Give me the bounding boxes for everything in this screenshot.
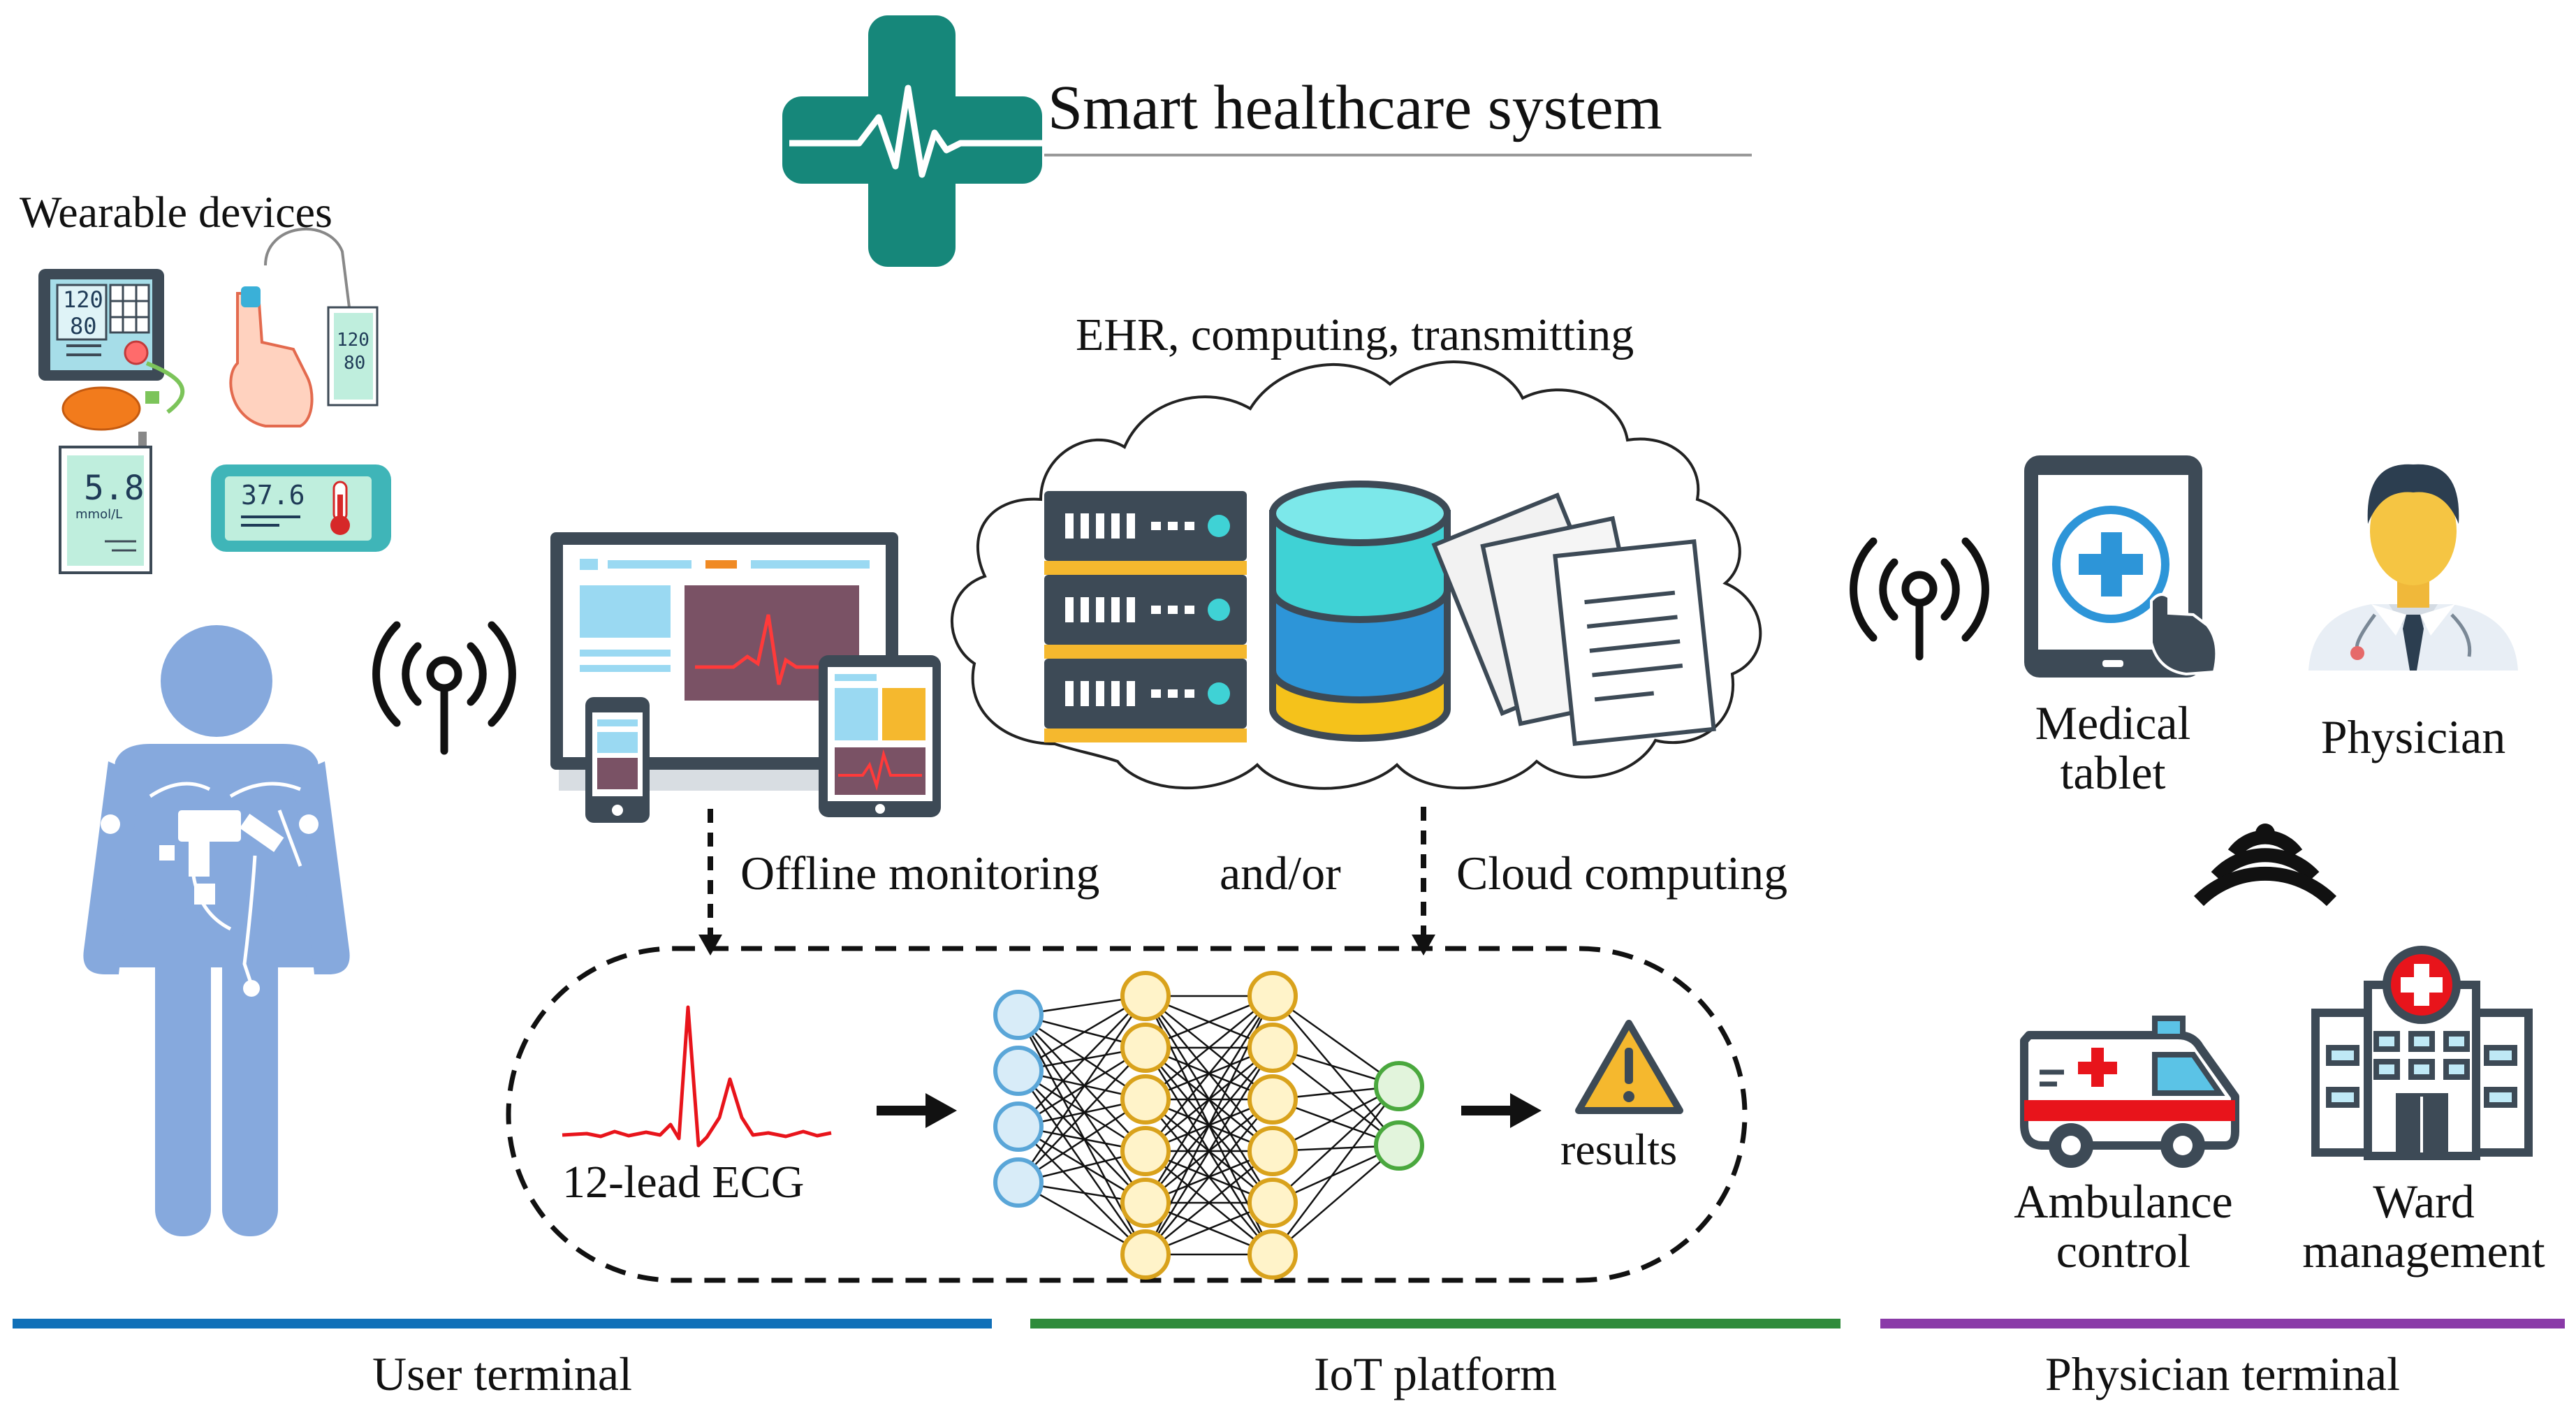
nn-edge xyxy=(1017,1070,1147,1255)
offline-arrow xyxy=(698,809,722,956)
antenna-left-icon xyxy=(372,621,516,755)
page-title: Smart healthcare system xyxy=(1048,73,1662,142)
neural-network-nodes xyxy=(993,971,1424,1280)
ecg-label: 12-lead ECG xyxy=(562,1157,805,1208)
medical-tablet-label-line2: tablet xyxy=(2060,746,2166,800)
nn-edge xyxy=(1018,1047,1146,1183)
medical-tablet-icon xyxy=(2024,455,2218,678)
smartphone-icon xyxy=(585,697,650,823)
wearable-devices-label: Wearable devices xyxy=(20,187,332,237)
nn-edge xyxy=(1144,995,1274,1203)
nn-node xyxy=(1120,1126,1171,1176)
offline-monitoring-label: Offline monitoring xyxy=(740,847,1100,900)
nn-node xyxy=(1120,1023,1171,1073)
nn-edge xyxy=(1272,1145,1400,1255)
nn-node xyxy=(993,1157,1044,1208)
results-label: results xyxy=(1560,1125,1678,1174)
ambulance-label-line2: control xyxy=(2056,1224,2191,1278)
temperature-value: 37.6 xyxy=(241,480,305,511)
finger-diastolic: 80 xyxy=(344,353,365,374)
finger-pulse-oximeter-icon xyxy=(229,228,379,427)
documents-icon xyxy=(1431,492,1716,747)
holter-monitor-icon xyxy=(101,810,319,997)
andor-label: and/or xyxy=(1220,847,1341,900)
nn-edge xyxy=(1272,995,1400,1088)
nn-node xyxy=(1247,1178,1298,1228)
bp-systolic: 120 xyxy=(63,286,103,313)
nn-node xyxy=(1120,971,1171,1021)
nn-node xyxy=(1247,1023,1298,1073)
nn-node xyxy=(993,1101,1044,1152)
neural-network-edges xyxy=(1017,995,1400,1256)
nn-edge xyxy=(1272,1085,1400,1255)
medical-cross-logo xyxy=(782,15,1044,267)
nn-edge xyxy=(1145,1099,1273,1255)
nn-edge xyxy=(1018,1070,1146,1203)
nn-node xyxy=(1374,1120,1424,1171)
iot-platform-label: IoT platform xyxy=(1313,1347,1558,1400)
physician-terminal-label: Physician terminal xyxy=(2044,1347,2400,1400)
server-stack-icon xyxy=(1044,491,1247,742)
nn-edge xyxy=(1272,1047,1400,1146)
hospital-ward-icon xyxy=(2311,946,2533,1160)
glucose-unit: mmol/L xyxy=(75,507,122,522)
patient-figure-icon xyxy=(83,625,350,1236)
nn-node xyxy=(1120,1229,1171,1280)
nn-node xyxy=(1374,1061,1424,1111)
bp-diastolic: 80 xyxy=(70,313,97,339)
nn-node xyxy=(1120,1178,1171,1228)
ward-label-line2: management xyxy=(2302,1224,2545,1278)
ambulance-icon xyxy=(2020,1016,2239,1168)
database-icon xyxy=(1269,481,1451,742)
user-terminal-bar xyxy=(13,1319,992,1328)
nn-edge xyxy=(1145,995,1273,1152)
cloud-computing-label: Cloud computing xyxy=(1456,847,1788,900)
nn-edge xyxy=(1018,995,1146,1127)
glucose-meter-icon xyxy=(59,432,152,574)
glucose-value: 5.8 xyxy=(84,469,145,508)
physician-terminal-bar xyxy=(1880,1319,2565,1328)
nn-edge xyxy=(1018,1013,1146,1101)
nn-edge xyxy=(1272,995,1400,1146)
blood-pressure-monitor-icon xyxy=(38,269,185,431)
medical-tablet-label-line1: Medical xyxy=(2035,696,2191,749)
ambulance-control-label: Ambulance control xyxy=(1998,1175,2249,1278)
nn-edge xyxy=(1018,1014,1146,1152)
nn-node xyxy=(1120,1074,1171,1125)
warning-icon xyxy=(1575,1020,1683,1114)
nn-node xyxy=(1247,1074,1298,1125)
ward-management-label: Ward management xyxy=(2291,1175,2556,1278)
thermometer-device-icon xyxy=(211,464,391,552)
ward-label-line1: Ward xyxy=(2373,1175,2475,1228)
cloud-label: EHR, computing, transmitting xyxy=(1076,309,1634,360)
cloud-arrow xyxy=(1412,807,1435,956)
nn-node xyxy=(1247,1126,1298,1176)
ecg-trace xyxy=(562,1005,832,1148)
antenna-right-icon xyxy=(1850,537,1989,661)
ambulance-label-line1: Ambulance xyxy=(2014,1175,2233,1228)
nn-node xyxy=(1247,1229,1298,1280)
physician-icon xyxy=(2308,464,2518,671)
nn-edge xyxy=(1144,1047,1274,1255)
iot-platform-bar xyxy=(1030,1319,1840,1328)
medical-tablet-label: Medical tablet xyxy=(1998,698,2228,798)
nn-edge xyxy=(1018,1098,1146,1184)
finger-systolic: 120 xyxy=(337,330,369,351)
wireless-signal-icon xyxy=(2193,824,2337,907)
nn-node xyxy=(1247,971,1298,1021)
network-to-results-arrow xyxy=(1461,1093,1542,1128)
nn-edge xyxy=(1145,1150,1273,1255)
pipeline-capsule xyxy=(506,946,1748,1283)
tablet-device-icon xyxy=(819,655,941,817)
physician-label: Physician xyxy=(2320,710,2506,763)
nn-edge xyxy=(1017,995,1147,1183)
user-terminal-label: User terminal xyxy=(372,1347,632,1400)
nn-node xyxy=(993,1046,1044,1096)
nn-edge xyxy=(1018,1126,1146,1255)
nn-edge xyxy=(1272,1085,1400,1203)
ecg-to-network-arrow xyxy=(877,1093,957,1128)
nn-edge xyxy=(1017,1014,1147,1203)
nn-node xyxy=(993,990,1044,1040)
nn-edge xyxy=(1145,995,1273,1100)
